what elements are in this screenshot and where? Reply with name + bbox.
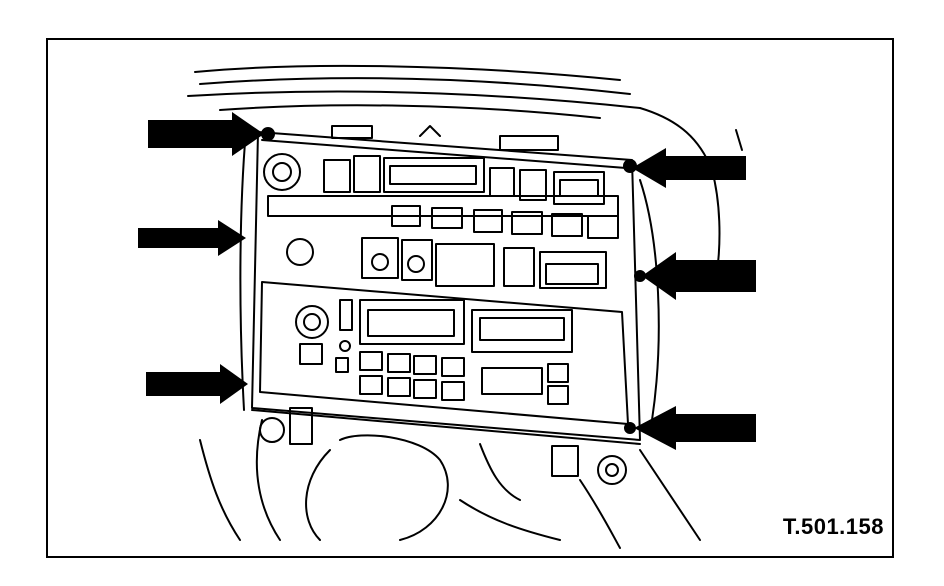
arrow-middle-right xyxy=(642,252,756,300)
figure-reference-code: T.501.158 xyxy=(782,514,884,539)
callout-arrows xyxy=(138,112,756,450)
arrow-bottom-right xyxy=(634,406,756,450)
arrow-middle-left xyxy=(138,220,246,256)
lower-radio-unit xyxy=(259,281,629,425)
arrow-bottom-left xyxy=(146,364,248,404)
arrow-top-right xyxy=(632,148,746,188)
upper-radio-unit xyxy=(263,153,619,239)
top-vents xyxy=(331,125,559,151)
lower-console xyxy=(199,407,701,549)
mounting-screws[interactable] xyxy=(261,127,646,434)
arrow-top-left xyxy=(148,112,264,156)
middle-control-unit xyxy=(286,237,607,289)
